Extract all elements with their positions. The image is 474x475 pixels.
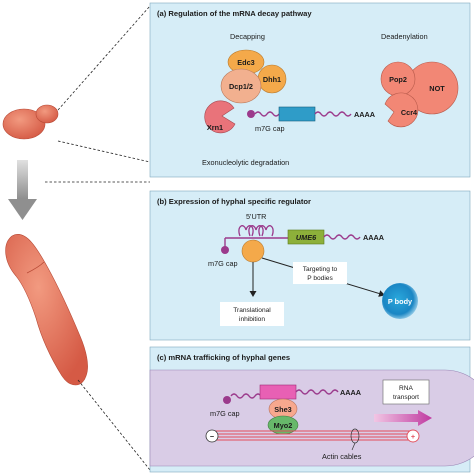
panel-c: (c) mRNA trafficking of hyphal genes AAA… xyxy=(149,346,474,473)
panel-b: (b) Expression of hyphal specific regula… xyxy=(149,190,471,341)
svg-text:Xrn1: Xrn1 xyxy=(207,123,223,132)
transport-label-1: RNA xyxy=(399,385,414,392)
svg-text:Myo2: Myo2 xyxy=(274,421,293,430)
svg-text:Dhh1: Dhh1 xyxy=(263,75,281,84)
cap-a xyxy=(247,110,255,118)
svg-text:+: + xyxy=(411,432,415,441)
protein-ccr4 xyxy=(384,92,419,128)
polya-b: AAAA xyxy=(363,233,385,242)
cds-box-a xyxy=(278,106,316,122)
panel-c-title: (c) mRNA trafficking of hyphal genes xyxy=(157,353,290,362)
transport-label-box xyxy=(382,379,430,405)
callout-lines xyxy=(45,5,151,471)
cds-box-c xyxy=(259,384,297,400)
utr-stem-loops xyxy=(238,225,274,237)
inhibition-label-2: inhibition xyxy=(239,316,265,323)
plus-end xyxy=(406,429,420,443)
cap-b xyxy=(221,246,229,254)
minus-end xyxy=(205,429,219,443)
actin-cables xyxy=(212,430,412,441)
inhibition-label-bg xyxy=(220,302,284,326)
panel-b-title: (b) Expression of hyphal specific regula… xyxy=(157,197,311,206)
protein-xrn1 xyxy=(204,100,236,134)
cap-c xyxy=(223,396,231,404)
panel-a: (a) Regulation of the mRNA decay pathway… xyxy=(149,2,471,178)
cap-label-c: m7G cap xyxy=(210,409,240,418)
svg-text:−: − xyxy=(210,432,214,441)
exo-label: Exonucleolytic degradation xyxy=(202,158,289,167)
svg-text:She3: She3 xyxy=(274,405,291,414)
hyphal-cell-body xyxy=(5,234,88,386)
yeast-mother-cell xyxy=(2,108,46,140)
inhibition-label-1: Translational xyxy=(233,307,271,314)
transport-arrow xyxy=(374,410,432,426)
protein-dcp1-2 xyxy=(220,68,262,104)
polya-a: AAAA xyxy=(354,110,376,119)
utr-label: 5'UTR xyxy=(246,212,266,221)
yeast-bud-cell xyxy=(35,104,59,124)
utr-binding-protein xyxy=(241,239,265,263)
polya-c: AAAA xyxy=(340,388,362,397)
yeast-cell-group xyxy=(2,104,59,140)
p-body xyxy=(382,283,418,319)
decapping-label: Decapping xyxy=(230,32,265,41)
cap-label-a: m7G cap xyxy=(255,124,285,133)
actin-label: Actin cables xyxy=(322,452,362,461)
svg-text:Edc3: Edc3 xyxy=(237,58,254,67)
svg-text:Pop2: Pop2 xyxy=(389,75,407,84)
svg-text:Ccr4: Ccr4 xyxy=(401,108,418,117)
mrna-c-5prime xyxy=(230,393,262,399)
actin-leader xyxy=(351,442,356,451)
hyphal-cell-group xyxy=(5,234,88,386)
targeting-label-2: P bodies xyxy=(307,275,333,282)
ume6-label: UME6 xyxy=(296,233,317,242)
mrna-a-5prime xyxy=(254,111,280,117)
hyphal-septum xyxy=(26,261,45,274)
mrna-b-3prime xyxy=(323,234,361,240)
svg-text:NOT: NOT xyxy=(429,84,445,93)
svg-text:Dcp1/2: Dcp1/2 xyxy=(229,82,253,91)
transport-label-2: transport xyxy=(393,394,419,401)
mrna-c-3prime xyxy=(295,389,339,395)
cap-label-b: m7G cap xyxy=(208,259,238,268)
p-body-label: P body xyxy=(388,297,413,306)
mrna-a-3prime xyxy=(314,111,352,117)
targeting-label-bg xyxy=(293,262,347,284)
targeting-label-1: Targeting to xyxy=(303,266,338,273)
panel-a-title: (a) Regulation of the mRNA decay pathway xyxy=(157,9,312,18)
transition-arrow xyxy=(8,160,37,220)
deadenylation-label: Deadenylation xyxy=(381,32,428,41)
